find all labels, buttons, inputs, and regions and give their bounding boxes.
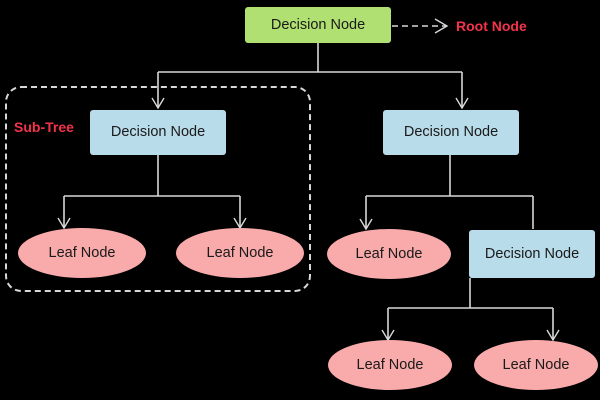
node-right-decision-label: Decision Node <box>403 124 499 141</box>
sub-tree-frame <box>5 86 311 292</box>
node-root-decision-label: Decision Node <box>270 16 366 33</box>
node-bottom-leaf-1-label: Leaf Node <box>356 356 424 373</box>
node-bottom-leaf-2[interactable]: Leaf Node <box>474 340 598 390</box>
node-right-sub-decision[interactable]: Decision Node <box>469 230 595 278</box>
node-left-leaf-2-label: Leaf Node <box>206 244 274 261</box>
root-node-annotation: Root Node <box>456 18 527 34</box>
node-left-decision-label: Decision Node <box>110 124 206 141</box>
node-left-leaf-2[interactable]: Leaf Node <box>176 228 304 278</box>
node-bottom-leaf-1[interactable]: Leaf Node <box>328 340 452 390</box>
node-right-leaf-1[interactable]: Leaf Node <box>327 229 451 279</box>
sub-tree-annotation: Sub-Tree <box>14 119 74 135</box>
node-left-leaf-1-label: Leaf Node <box>48 244 116 261</box>
node-right-decision[interactable]: Decision Node <box>383 110 519 155</box>
node-left-decision[interactable]: Decision Node <box>90 110 226 155</box>
node-bottom-leaf-2-label: Leaf Node <box>502 356 570 373</box>
node-left-leaf-1[interactable]: Leaf Node <box>18 228 146 278</box>
node-root-decision[interactable]: Decision Node <box>245 7 391 43</box>
node-right-leaf-1-label: Leaf Node <box>355 245 423 262</box>
node-right-sub-decision-label: Decision Node <box>484 245 580 262</box>
